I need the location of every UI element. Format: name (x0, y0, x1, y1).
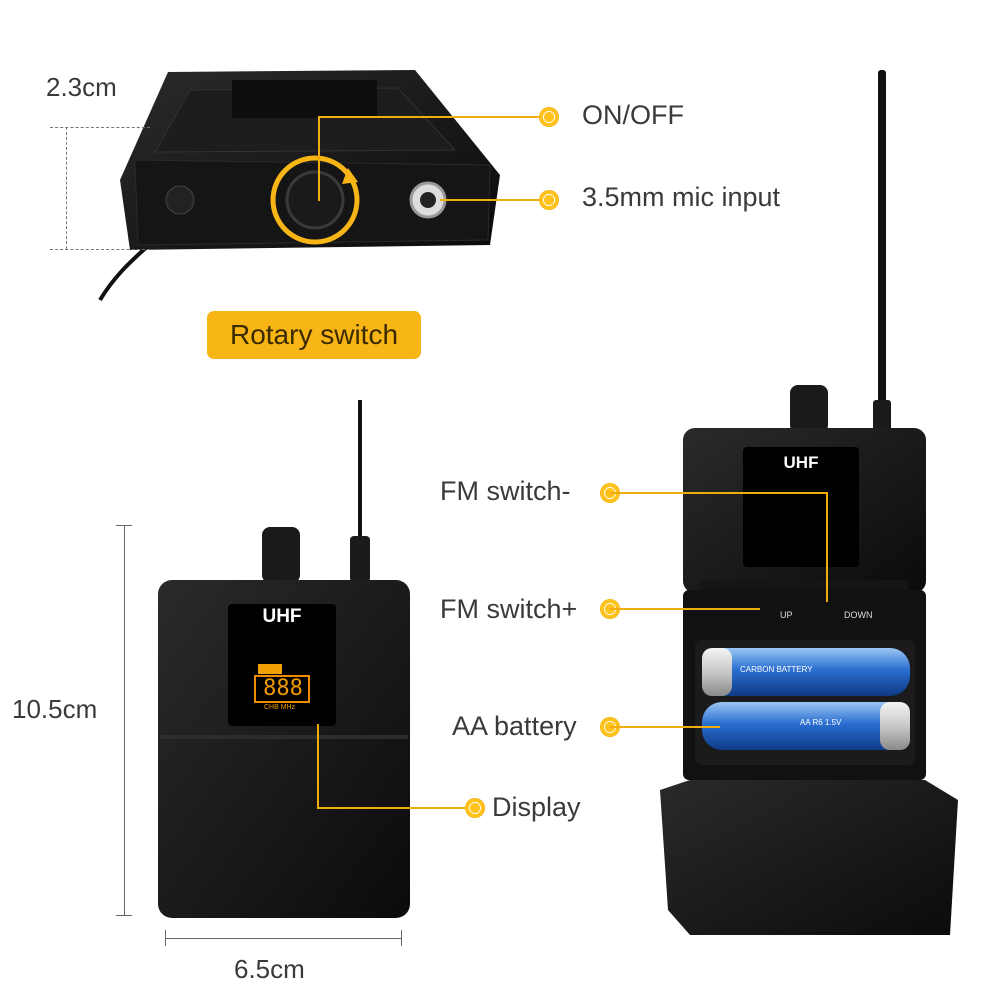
dimension-top-depth: 2.3cm (46, 72, 117, 102)
callout-on-off: ON/OFF (582, 100, 684, 130)
callout-aa-battery: AA battery (452, 711, 577, 741)
dimension-width-line (165, 938, 401, 939)
callout-dot-mic-input (540, 191, 558, 209)
front-brand-label: UHF (262, 606, 302, 627)
callout-mic-input: 3.5mm mic input (582, 182, 781, 212)
rotary-switch-badge: Rotary switch (207, 311, 421, 359)
dimension-height: 10.5cm (12, 694, 98, 724)
top-view-device (98, 70, 500, 302)
dimension-width: 6.5cm (234, 954, 305, 984)
dimension-height-line (124, 525, 125, 915)
callout-fm-switch-plus: FM switch+ (440, 594, 578, 624)
callout-fm-switch-minus: FM switch- (440, 476, 571, 506)
up-label: UP (780, 610, 793, 620)
battery-brand-top: CARBON BATTERY (740, 665, 813, 674)
lcd-digits: 888 (263, 676, 303, 701)
open-device (660, 70, 958, 935)
dimension-top-depth-line (66, 127, 67, 249)
battery-brand-bottom: AA R6 1.5V (800, 718, 842, 727)
down-label: DOWN (844, 610, 873, 620)
callout-dot-on-off (540, 108, 558, 126)
open-brand-label: UHF (783, 453, 819, 472)
front-device (158, 400, 410, 918)
callout-dot-display (466, 799, 484, 817)
callout-display: Display (492, 792, 581, 822)
lcd-unit: CHB MHz (264, 704, 296, 711)
